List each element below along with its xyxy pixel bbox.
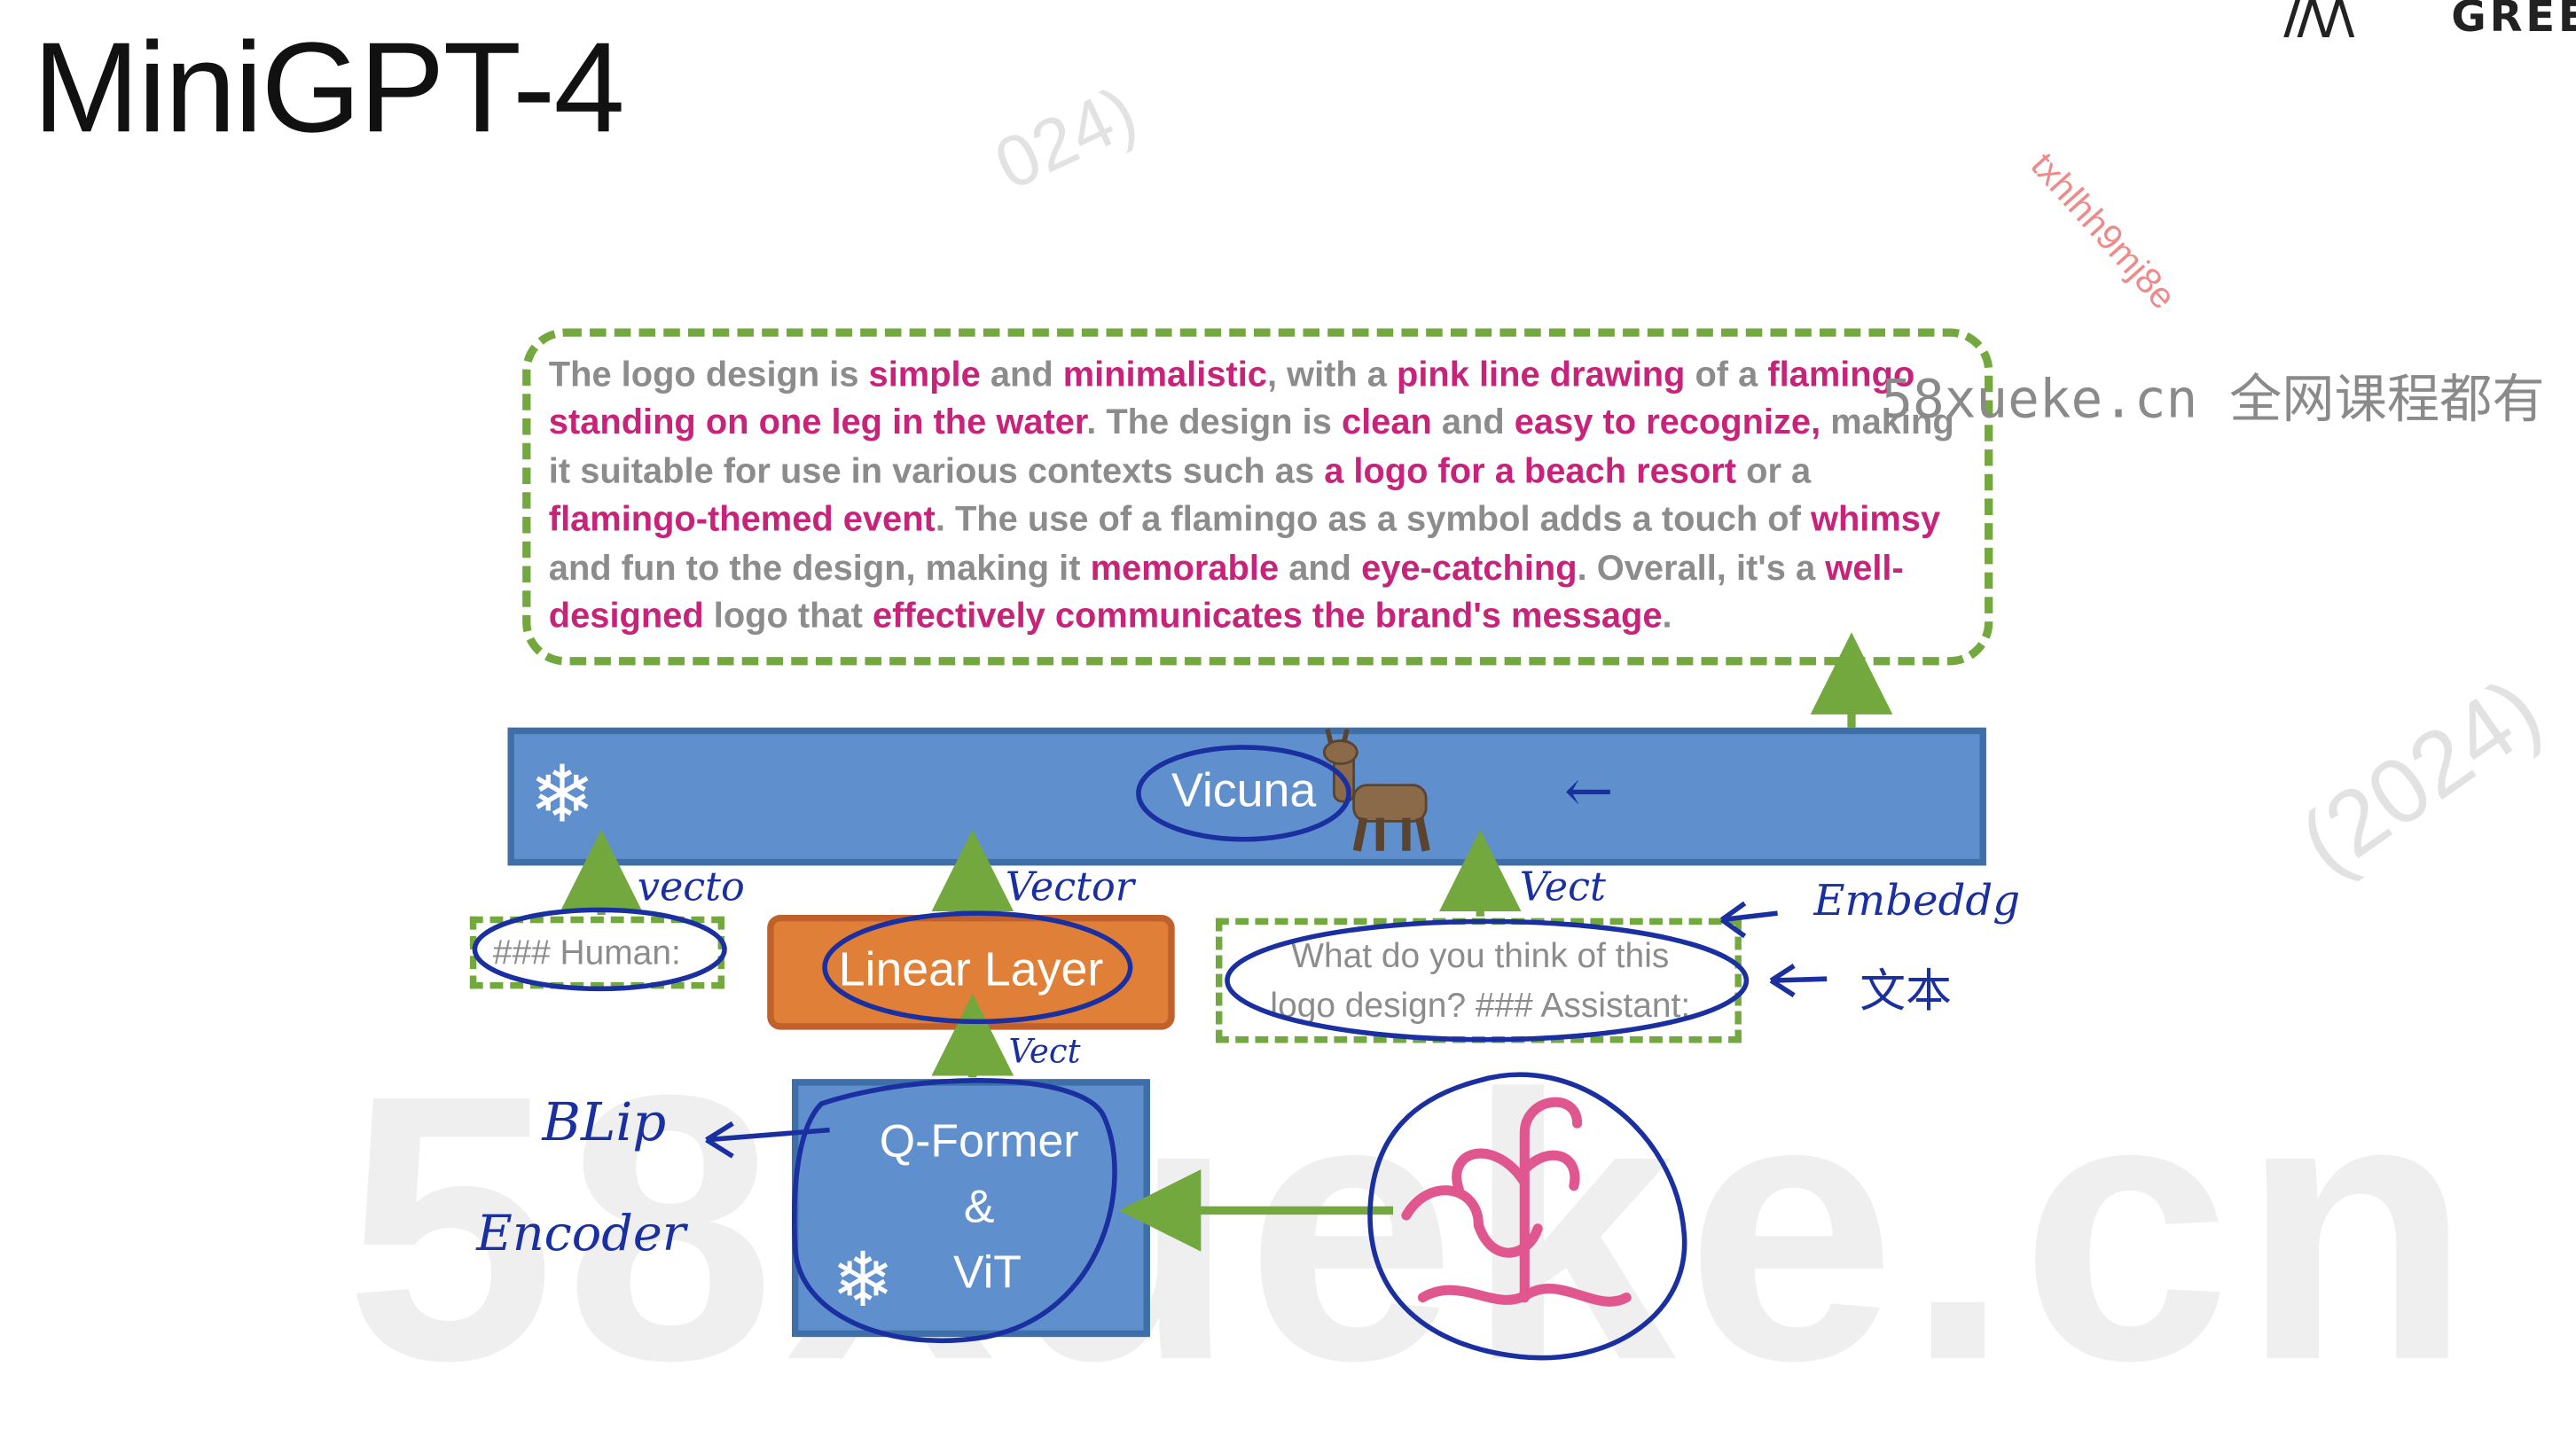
watermark-big: 58xueke.cn <box>345 1016 2482 1439</box>
plain-phrase: The logo design is <box>548 355 869 394</box>
highlighted-phrase: flamingo standing on one leg in the wate… <box>548 355 1915 443</box>
plain-phrase: , with a <box>1266 355 1398 394</box>
pen-annotations <box>472 745 1828 1361</box>
plain-phrase: . The use of a flamingo as a symbol adds… <box>935 499 1811 540</box>
output-text-box <box>522 328 1993 666</box>
plain-phrase: or a <box>1736 451 1812 491</box>
annotation-blip: BLip <box>542 1090 667 1153</box>
pen-circle-flamingo <box>1367 1072 1687 1361</box>
annotation-text-zh: 文本 <box>1860 964 1953 1019</box>
annotation-vector-2: Vector <box>1005 863 1134 910</box>
qformer-label: Q-Former <box>879 1114 1079 1167</box>
plain-phrase: of a <box>1685 355 1768 394</box>
annotation-vector-3: Vect <box>1519 863 1606 910</box>
pen-arrow-text <box>1769 964 1828 998</box>
vicuna-block <box>507 727 1986 866</box>
plain-phrase: . Overall, it's a <box>1577 548 1826 588</box>
plain-phrase: and <box>1431 402 1515 443</box>
highlighted-phrase: eye-catching <box>1361 548 1578 588</box>
plain-phrase: and <box>1279 548 1362 588</box>
highlighted-phrase: memorable <box>1090 548 1280 588</box>
highlighted-phrase: minimalistic <box>1062 355 1267 394</box>
highlighted-phrase: whimsy <box>1810 499 1941 540</box>
pen-circle-human <box>472 907 727 992</box>
question-line-1: What do you think of this <box>1291 937 1670 976</box>
highlighted-phrase: well-designed <box>548 548 1904 637</box>
highlighted-phrase: clean <box>1341 402 1432 443</box>
llama-icon <box>1322 728 1430 852</box>
plain-phrase: logo that <box>703 596 873 637</box>
pen-circle-question <box>1225 918 1750 1043</box>
watermark-site-line: 58xueke.cn 全网课程都有 <box>1881 368 2545 431</box>
highlighted-phrase: a logo for a beach resort <box>1324 451 1737 491</box>
annotation-arrow-mark: ← <box>1563 758 1614 826</box>
annotation-encoder: Encoder <box>476 1205 686 1263</box>
vicuna-label: Vicuna <box>1171 765 1317 818</box>
plain-phrase: . <box>1662 596 1672 637</box>
brand-logo: //\/\ GREE <box>2283 0 2576 43</box>
highlighted-phrase: simple <box>868 355 981 394</box>
highlighted-phrase: flamingo-themed event <box>548 499 936 540</box>
plain-phrase: making it suitable for use in various co… <box>548 402 1954 491</box>
annotation-vector-4: Vect <box>1008 1031 1081 1071</box>
plain-phrase: and <box>980 355 1063 394</box>
pen-circle-vicuna <box>1136 745 1351 842</box>
snowflake-icon: ❄ <box>831 1235 895 1324</box>
output-text: The logo design is simple and minimalist… <box>549 351 1961 641</box>
diagram-graphics <box>472 632 1893 1361</box>
qformer-ampersand: & <box>963 1181 995 1232</box>
question-line-2: logo design? ### Assistant: <box>1270 987 1691 1026</box>
slide: 58xueke.cn 024) (2024) txhlhh9mj8e //\/\… <box>33 0 2576 1439</box>
linear-layer-label: Linear Layer <box>838 944 1104 997</box>
flamingo-logo-icon <box>1401 1097 1632 1307</box>
pen-arrow-embedding <box>1720 901 1778 939</box>
snowflake-icon: ❄ <box>529 748 596 841</box>
pen-circle-linear <box>822 910 1133 1025</box>
pen-circle-qformer <box>792 1078 1117 1344</box>
brand-logo-word: GREE <box>2451 0 2576 43</box>
highlighted-phrase: pink line drawing <box>1397 355 1686 394</box>
vit-label: ViT <box>953 1246 1022 1298</box>
brand-logo-marks: //\/\ <box>2283 0 2354 43</box>
human-prompt-label: ### Human: <box>492 934 681 972</box>
annotation-embedding: Embeddg <box>1813 877 2021 926</box>
question-prompt-label: What do you think of this logo design? #… <box>1225 933 1734 1031</box>
highlighted-phrase: effectively communicates the brand's mes… <box>872 596 1663 637</box>
qformer-vit-block <box>792 1079 1150 1338</box>
annotation-vector-1: vecto <box>637 863 745 910</box>
highlighted-phrase: easy to recognize, <box>1514 402 1821 443</box>
plain-phrase: and fun to the design, making it <box>548 548 1091 588</box>
plain-phrase: . The design is <box>1086 402 1342 443</box>
pen-arrow-blip <box>705 1121 830 1159</box>
slide-title: MiniGPT-4 <box>33 14 625 160</box>
